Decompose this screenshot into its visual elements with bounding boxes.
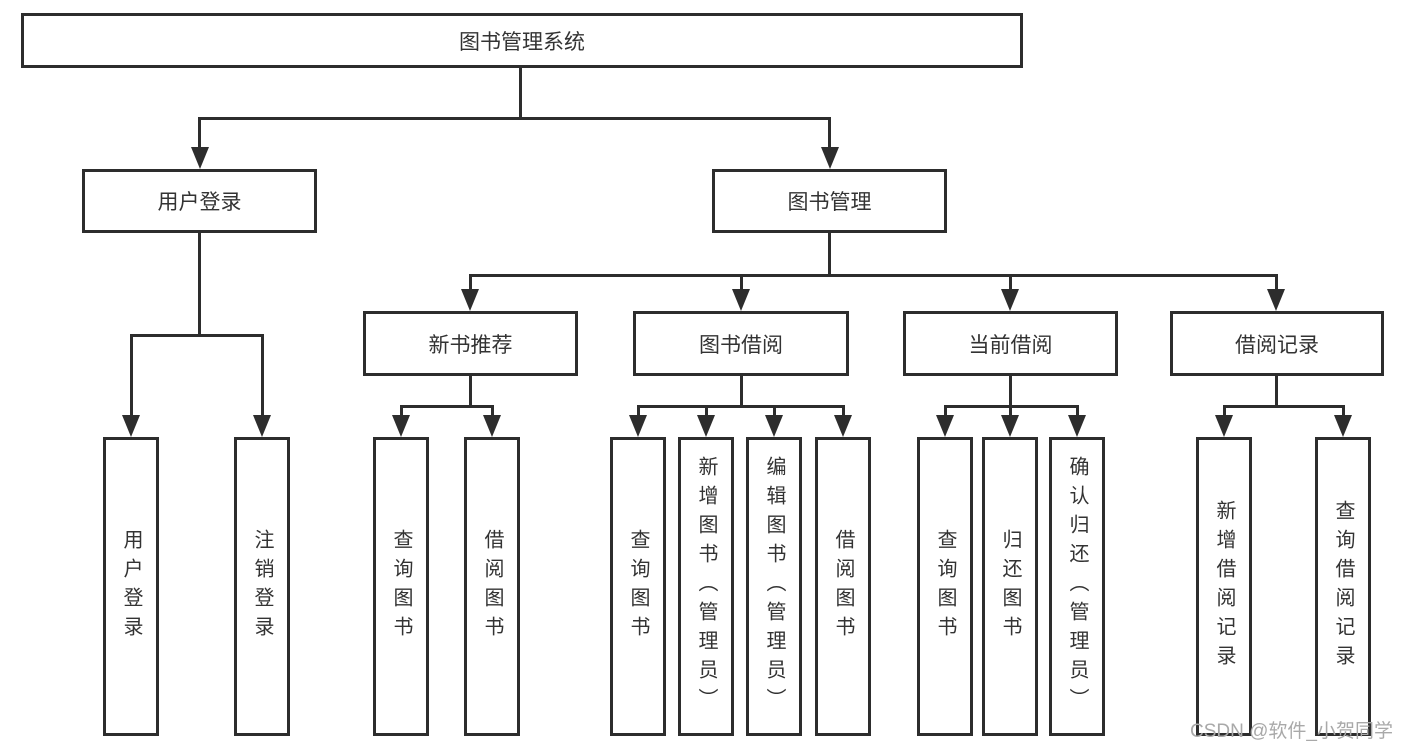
connector-line — [469, 376, 472, 407]
leaf-current-query: 查询图书 — [917, 437, 973, 736]
connector-line — [400, 405, 403, 418]
watermark-text: CSDN @软件_小贺同学 — [1190, 721, 1393, 742]
connector-line — [1009, 274, 1012, 292]
connector-arrow-icon — [461, 289, 479, 311]
connector-line — [469, 274, 1278, 277]
connector-arrow-icon — [122, 415, 140, 437]
connector-line — [944, 405, 947, 418]
connector-line — [740, 274, 743, 292]
connector-line — [828, 117, 831, 151]
leaf-borrow-edit-admin: 编辑图书（管理员） — [746, 437, 802, 736]
connector-line — [740, 376, 743, 407]
connector-arrow-icon — [1068, 415, 1086, 437]
connector-arrow-icon — [629, 415, 647, 437]
leaf-user-login: 用户登录 — [103, 437, 159, 736]
leaf-records-query: 查询借阅记录 — [1315, 437, 1371, 736]
connector-line — [491, 405, 494, 418]
connector-line — [842, 405, 845, 418]
connector-arrow-icon — [765, 415, 783, 437]
connector-line — [198, 233, 201, 336]
leaf-records-add: 新增借阅记录 — [1196, 437, 1252, 736]
connector-line — [1009, 405, 1012, 418]
connector-line — [130, 334, 263, 337]
connector-line — [1275, 376, 1278, 407]
leaf-newbooks-borrow: 借阅图书 — [464, 437, 520, 736]
connector-arrow-icon — [191, 147, 209, 169]
connector-line — [198, 117, 201, 151]
connector-line — [1342, 405, 1345, 418]
connector-arrow-icon — [1001, 289, 1019, 311]
leaf-borrow-borrow: 借阅图书 — [815, 437, 871, 736]
leaf-current-confirm-admin: 确认归还（管理员） — [1049, 437, 1105, 736]
leaf-logout: 注销登录 — [234, 437, 290, 736]
connector-arrow-icon — [1334, 415, 1352, 437]
connector-line — [519, 68, 522, 119]
connector-line — [637, 405, 843, 408]
connector-line — [637, 405, 640, 418]
leaf-newbooks-query: 查询图书 — [373, 437, 429, 736]
connector-line — [1275, 274, 1278, 292]
node-borrow-records: 借阅记录 — [1170, 311, 1384, 376]
connector-arrow-icon — [1001, 415, 1019, 437]
node-current-borrow: 当前借阅 — [903, 311, 1118, 376]
connector-line — [828, 233, 831, 276]
connector-arrow-icon — [732, 289, 750, 311]
connector-line — [773, 405, 776, 418]
leaf-current-return: 归还图书 — [982, 437, 1038, 736]
connector-line — [469, 274, 472, 292]
connector-arrow-icon — [483, 415, 501, 437]
node-new-book-recommend: 新书推荐 — [363, 311, 578, 376]
connector-line — [1223, 405, 1226, 418]
connector-line — [1223, 405, 1344, 408]
connector-arrow-icon — [821, 147, 839, 169]
connector-line — [261, 334, 264, 417]
connector-line — [130, 334, 133, 417]
connector-arrow-icon — [697, 415, 715, 437]
leaf-borrow-query: 查询图书 — [610, 437, 666, 736]
connector-line — [400, 405, 492, 408]
node-user-login: 用户登录 — [82, 169, 317, 233]
connector-arrow-icon — [1267, 289, 1285, 311]
connector-arrow-icon — [392, 415, 410, 437]
connector-line — [1009, 376, 1012, 407]
connector-arrow-icon — [253, 415, 271, 437]
connector-arrow-icon — [834, 415, 852, 437]
node-book-management: 图书管理 — [712, 169, 947, 233]
connector-line — [1076, 405, 1079, 418]
connector-arrow-icon — [1215, 415, 1233, 437]
node-book-borrow: 图书借阅 — [633, 311, 849, 376]
connector-line — [705, 405, 708, 418]
leaf-borrow-add-admin: 新增图书（管理员） — [678, 437, 734, 736]
connector-line — [198, 117, 831, 120]
node-root: 图书管理系统 — [21, 13, 1023, 68]
connector-arrow-icon — [936, 415, 954, 437]
